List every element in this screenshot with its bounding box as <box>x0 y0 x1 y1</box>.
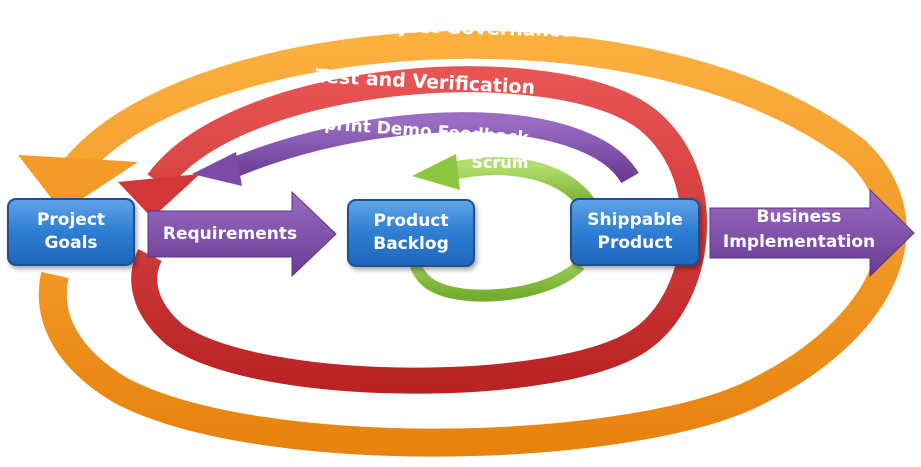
project-goals-box: Project Goals <box>7 198 135 266</box>
governance-loop <box>38 30 907 457</box>
governance-arrowhead <box>18 155 138 212</box>
requirements-label: Requirements <box>162 224 298 244</box>
test-verification-loop <box>131 66 707 394</box>
scrum-upper-arc <box>445 157 596 211</box>
shippable-product-label: Shippable Product <box>587 210 683 253</box>
sprint-demo-arrowhead <box>192 152 242 186</box>
scrum-arrowhead <box>412 154 460 190</box>
requirements-arrow <box>147 190 337 278</box>
project-goals-label: Project Goals <box>36 210 106 253</box>
sprint-demo-arrow <box>224 112 639 184</box>
governance-label: Project Governance <box>363 14 574 41</box>
scrum-label: Scrum <box>472 153 529 172</box>
business-implementation-arrow <box>709 188 915 278</box>
product-backlog-label: Product Backlog <box>373 211 449 254</box>
business-implementation-label: Business Implementation <box>722 207 876 252</box>
shippable-product-box: Shippable Product <box>570 198 700 266</box>
test-verification-arrowhead <box>118 174 200 218</box>
product-backlog-box: Product Backlog <box>347 199 475 267</box>
